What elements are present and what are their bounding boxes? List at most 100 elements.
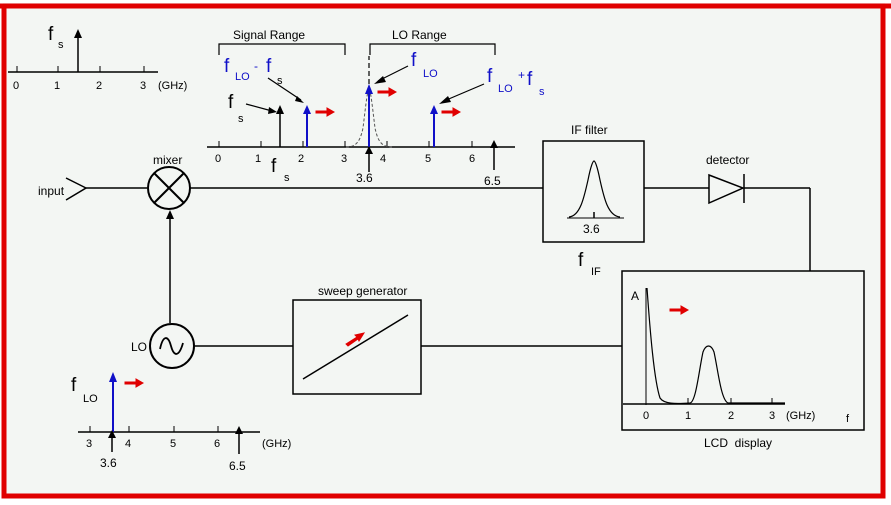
lo-range-bracket (369, 43, 496, 55)
sweep-generator-sweep-arrow (345, 332, 366, 347)
flo-plus-fs-f2: f (527, 69, 533, 90)
lcd-tick-label-1: 1 (685, 410, 691, 422)
lcd-display-label: LCD display (704, 436, 772, 450)
sweep-generator-box (292, 299, 422, 395)
mixer-label: mixer (153, 153, 182, 167)
if-filter-box (542, 140, 645, 243)
lcd-tick-label-0: 0 (643, 410, 649, 422)
mixer-tick-label-0: 0 (215, 153, 221, 165)
lo-tick-label-4: 4 (125, 438, 131, 450)
mixer-fs-pointer-head (268, 107, 277, 114)
lcd-trace (646, 287, 785, 405)
mixer-tick-label-2: 2 (298, 153, 304, 165)
lo-tick-label-3: 3 (86, 438, 92, 450)
detector-label: detector (706, 153, 749, 167)
lcd-tick-label-3: 3 (769, 410, 775, 422)
flo-s: LO (423, 68, 438, 80)
lo-spectrum-marker-head (108, 430, 116, 438)
input-fs-label: f (48, 24, 54, 45)
input-label: input (38, 184, 65, 198)
mixer-spectrum: Signal Range LO Range 0 1 2 3 4 5 6 f s … (207, 28, 545, 188)
mixer-flo-plus-fs-sweep-arrow (441, 107, 462, 117)
signal-path: input mixer IF filter 3.6 f IF detector (38, 123, 865, 450)
mixer-fs-pointer (245, 103, 273, 112)
lo-spectrum-sweep-arrow (124, 378, 145, 388)
sweep-ramp-line (302, 314, 409, 380)
lo-range-label: LO Range (392, 28, 447, 42)
input-unit-label: (GHz) (158, 80, 187, 92)
lo-spectrum-end-value: 6.5 (229, 459, 246, 473)
mixer-flo-arrowhead (365, 84, 373, 94)
lcd-x-label: f (846, 413, 850, 425)
flo-minus-fs-f1: f (224, 56, 230, 77)
lo-spectrum-sub: LO (83, 393, 98, 405)
flo-pointer-head (374, 76, 386, 84)
mixer-lo-end-marker-head (490, 140, 498, 148)
lcd-sweep-arrow (669, 305, 690, 315)
flo-minus-fs-pointer (267, 77, 302, 101)
lo-spectrum-end-marker-head (235, 426, 243, 434)
mixer-flo-minus-fs-arrowhead (303, 105, 311, 114)
lo-if-filter-dashed-shape (345, 86, 393, 148)
mixer-tick-label-1: 1 (255, 153, 261, 165)
flo-minus-fs-s2: s (277, 75, 283, 87)
sweep-generator-label: sweep generator (318, 284, 407, 298)
fif-label-f: f (578, 250, 584, 271)
mixer-flo-minus-fs-sweep-arrow (315, 107, 336, 117)
mixer-fs-label: f (228, 92, 234, 113)
mixer-axis-fs-f: f (271, 156, 277, 177)
flo-f: f (411, 50, 417, 71)
signal-range-label: Signal Range (233, 28, 305, 42)
lo-spectrum: 3 4 5 6 (GHz) f LO 3.6 6.5 (71, 372, 291, 473)
mixer-tick-label-4: 4 (380, 153, 386, 165)
lcd-display-box (621, 270, 865, 431)
lo-tick-label-6: 6 (214, 438, 220, 450)
input-tick-label-1: 1 (54, 80, 60, 92)
lo-tick-label-5: 5 (170, 438, 176, 450)
flo-plus-fs-pointer (443, 83, 485, 102)
mixer-tick-label-5: 5 (425, 153, 431, 165)
mixer-lo-end-value: 6.5 (484, 174, 501, 188)
input-spectrum: 0 1 2 3 (GHz) f s (8, 24, 187, 92)
if-filter-center-value: 3.6 (583, 222, 600, 236)
lcd-y-label: A (631, 289, 639, 303)
mixer-tick-label-3: 3 (341, 153, 347, 165)
input-signal-arrowhead (74, 29, 82, 38)
lcd-unit-label: (GHz) (786, 410, 815, 422)
lo-unit-label: (GHz) (262, 438, 291, 450)
mixer-lo-marker-head (365, 146, 373, 154)
flo-plus-fs-f1: f (487, 66, 493, 87)
flo-minus-fs-op: - (254, 59, 258, 73)
input-tick-label-2: 2 (96, 80, 102, 92)
mixer-flo-plus-fs-arrowhead (430, 105, 438, 114)
lo-label: LO (131, 340, 147, 354)
flo-plus-fs-pointer-head (439, 96, 451, 104)
if-filter-label: IF filter (571, 123, 608, 137)
fif-label-sub: IF (591, 266, 601, 278)
lcd-tick-label-2: 2 (728, 410, 734, 422)
if-filter-response-curve (568, 160, 621, 218)
mixer-fs-arrowhead (276, 105, 284, 114)
lo-spectrum-f: f (71, 375, 77, 396)
mixer-fs-sub: s (238, 113, 244, 125)
lo-spectrum-marker-value: 3.6 (100, 456, 117, 470)
input-tick-label-3: 3 (140, 80, 146, 92)
lo-to-mixer-arrowhead (166, 210, 174, 219)
mixer-symbol (147, 166, 191, 210)
flo-minus-fs-pointer-head (295, 96, 304, 103)
mixer-lo-marker-value: 3.6 (356, 171, 373, 185)
lo-spectrum-signal-arrowhead (109, 372, 117, 382)
mixer-axis-fs-s: s (284, 172, 290, 184)
mixer-flo-sweep-arrow (377, 87, 398, 97)
flo-plus-fs-s1: LO (498, 83, 513, 95)
flo-minus-fs-s1: LO (235, 71, 250, 83)
mixer-tick-label-6: 6 (469, 153, 475, 165)
input-tick-label-0: 0 (13, 80, 19, 92)
flo-plus-fs-s2: s (539, 86, 545, 98)
input-fs-sub: s (58, 39, 64, 51)
flo-minus-fs-f2: f (266, 56, 272, 77)
flo-plus-fs-op: + (518, 68, 525, 82)
lo-oscillator-symbol (149, 323, 195, 369)
